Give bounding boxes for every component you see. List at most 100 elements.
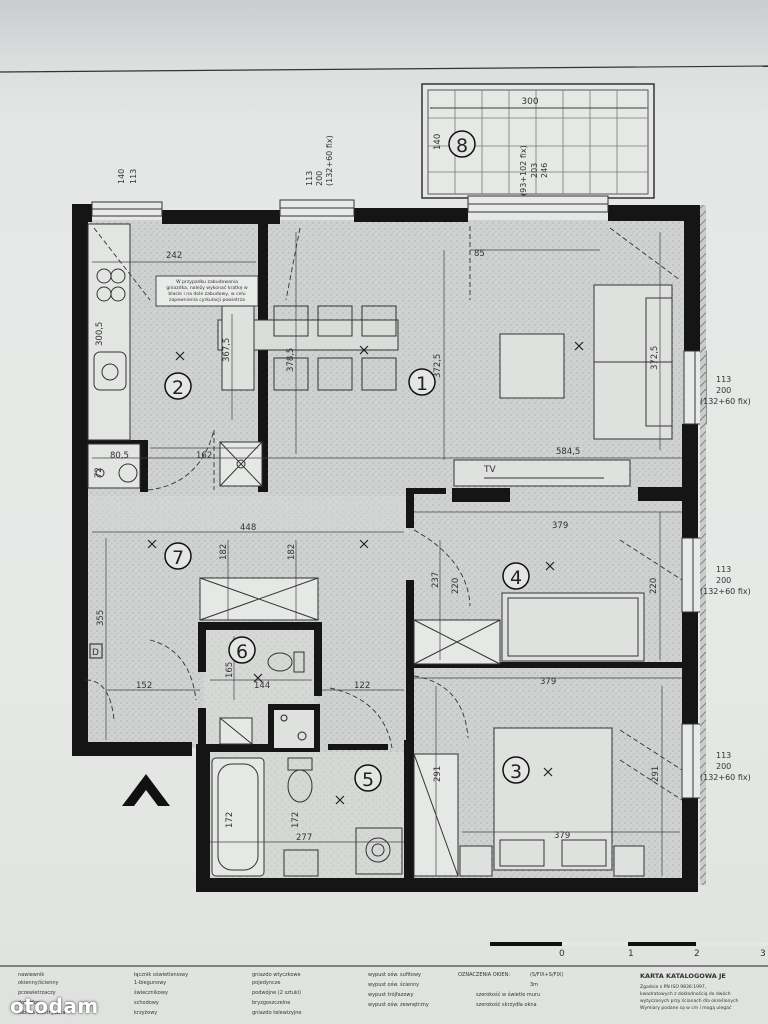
- north-arrow: [122, 774, 170, 806]
- room-number-1: 1: [408, 368, 436, 396]
- ventilation-shaft: [274, 710, 314, 748]
- dim-fridge-width: 80,5: [110, 451, 129, 461]
- dim-kitchen-height: 367,5: [222, 338, 232, 362]
- legend-col3-0: gniazdo wtyczkowe: [252, 972, 301, 978]
- dim-wc-depth: 165: [225, 662, 235, 678]
- legend-col2-4: krzyżowy: [134, 1010, 157, 1016]
- dim-living-width: 584,5: [556, 447, 580, 457]
- window-right-3-line-2: 200: [716, 762, 731, 771]
- bathroom-fixtures: [211, 757, 403, 877]
- dim-balcony-width: 300: [521, 97, 538, 107]
- window-right-2-line-2: 200: [716, 576, 731, 585]
- legend-col2-0: łącznik oświetleniowy: [134, 971, 188, 978]
- dim-bedroom4-depth-right: 220: [649, 578, 659, 594]
- dim-balcony-depth: 140: [433, 134, 443, 150]
- dim-wc-width: 144: [254, 681, 270, 691]
- card-line-1: kwadratowych z dokładnością do dwóch: [640, 990, 731, 997]
- dim-bedroom4-width: 379: [552, 521, 568, 531]
- legend-col2-2: świecznikowy: [134, 989, 168, 996]
- window-right-3-line-1: 113: [716, 751, 731, 760]
- room-7-label: 7: [172, 547, 184, 569]
- dim-balcony-window-2: 203: [530, 163, 539, 178]
- scale-tick-1: 1: [628, 949, 634, 959]
- storage-shower: [219, 441, 263, 487]
- dim-hall-depth-left: 182: [219, 544, 229, 560]
- room-8-label: 8: [456, 135, 468, 157]
- tv-label: TV: [483, 465, 496, 475]
- dim-hall-width: 448: [240, 523, 256, 533]
- room-number-8: 8: [448, 130, 476, 158]
- legend-col4-0: wypust ośw. sufitowy: [368, 971, 421, 978]
- legend-col4-3: wypust ośw. zewnętrzny: [368, 1001, 429, 1008]
- dim-top-window-left-2: 140: [117, 169, 126, 184]
- wc-fixtures: [219, 651, 305, 745]
- dim-bedroom3-width: 379: [554, 831, 570, 841]
- legend-col5-3: szerokość w świetle muru: [476, 991, 540, 998]
- dim-closet-depth-4: 237: [431, 572, 441, 588]
- dim-bedroom3-depth: 291: [433, 766, 443, 782]
- scale-tick-3: 3: [760, 949, 766, 959]
- dim-dining-depth: 378,5: [286, 348, 296, 372]
- window-right-1-line-2: 200: [716, 386, 731, 395]
- kitchen-note: W przypadku zabudowania gniazdka, należy…: [155, 275, 259, 307]
- room-number-2: 2: [164, 372, 192, 400]
- legend-col5-4: szerokość skrzydła okna: [476, 1001, 537, 1008]
- legend-col3-3: bryzgoszczelne: [252, 1000, 290, 1006]
- dimension-labels: 300 140 (93+102 fix) 203 246 113 140 113…: [94, 97, 661, 843]
- facade-insulation: [700, 205, 706, 885]
- dim-bathroom-depth: 172: [291, 812, 301, 828]
- sheet-top-edge: [0, 65, 768, 73]
- legend-col4-2: wypust trójfazowy: [368, 991, 413, 998]
- kitchen-note-line-1: W przypadku zabudowania: [176, 279, 238, 285]
- windows-top: [91, 195, 609, 217]
- dim-top-window-left-1: 113: [129, 169, 138, 184]
- bedroom4-furniture: [413, 592, 645, 665]
- dim-storage-width: 162: [196, 451, 212, 461]
- room-number-5: 5: [354, 764, 382, 792]
- kitchen-note-line-3: blacie i na dole zabudowy, w celu: [168, 291, 245, 297]
- window-right-2-line-1: 113: [716, 565, 731, 574]
- room-number-6: 6: [228, 636, 256, 664]
- room-4-label: 4: [510, 567, 522, 589]
- intercom-box: [89, 643, 103, 659]
- room-3-label: 3: [510, 761, 522, 783]
- dim-living-depth-right: 372,5: [650, 346, 660, 370]
- scale-tick-0: 0: [559, 949, 565, 959]
- room-number-3: 3: [502, 756, 530, 784]
- window-right-1-line-3: (132+60 fix): [700, 397, 751, 406]
- room-number-7: 7: [164, 542, 192, 570]
- window-right-2-line-3: (132+60 fix): [700, 587, 751, 596]
- dim-hall-bottom: 152: [136, 681, 152, 691]
- dim-hall-depth-mid: 182: [287, 544, 297, 560]
- legend-col1-0: nawiewnik: [18, 972, 44, 978]
- dim-bathroom-bath: 172: [225, 812, 235, 828]
- legend-col1-1: okienny/ścienny: [18, 979, 59, 986]
- window-right-3-line-3: (132+60 fix): [700, 773, 751, 782]
- legend-col5-1: (S/FIX+S/FIX): [530, 972, 563, 978]
- kitchen-note-line-4: zapewnienia cyrkulacji powietrza: [169, 297, 245, 303]
- room-5-label: 5: [362, 769, 374, 791]
- dim-balcony-window-3: 246: [540, 163, 549, 178]
- ceiling-light-markers: [147, 341, 584, 805]
- right-window-labels: 113 200 (132+60 fix) 113 200 (132+60 fix…: [700, 375, 751, 782]
- legend-col3-1: pojedyncze: [252, 980, 280, 986]
- legend-col2-3: schodowy: [134, 1000, 159, 1006]
- watermark-logo: otodam: [10, 994, 99, 1018]
- dim-bedroom4-depth: 220: [451, 578, 461, 594]
- walls: [72, 204, 700, 892]
- dimension-lines: [92, 107, 682, 876]
- dim-living-offset: 85: [474, 249, 485, 259]
- room-2-label: 2: [172, 377, 184, 399]
- dim-top-window-mid-3: (132+60 fix): [325, 135, 334, 186]
- dim-top-window-mid-2: 200: [315, 171, 324, 186]
- legend-col2-1: 1-biegunowy: [134, 980, 166, 986]
- dim-bathroom-width: 277: [296, 833, 312, 843]
- kitchen-note-line-2: gniazdka, należy wykonać kratkę w: [166, 284, 248, 291]
- legend-col5-0: OZNACZENIA OKIEN:: [458, 972, 510, 978]
- window-right-1-line-1: 113: [716, 375, 731, 384]
- hall-wardrobe: [199, 577, 319, 621]
- room-1-label: 1: [416, 373, 428, 395]
- dim-hall-depth-total: 355: [96, 610, 106, 626]
